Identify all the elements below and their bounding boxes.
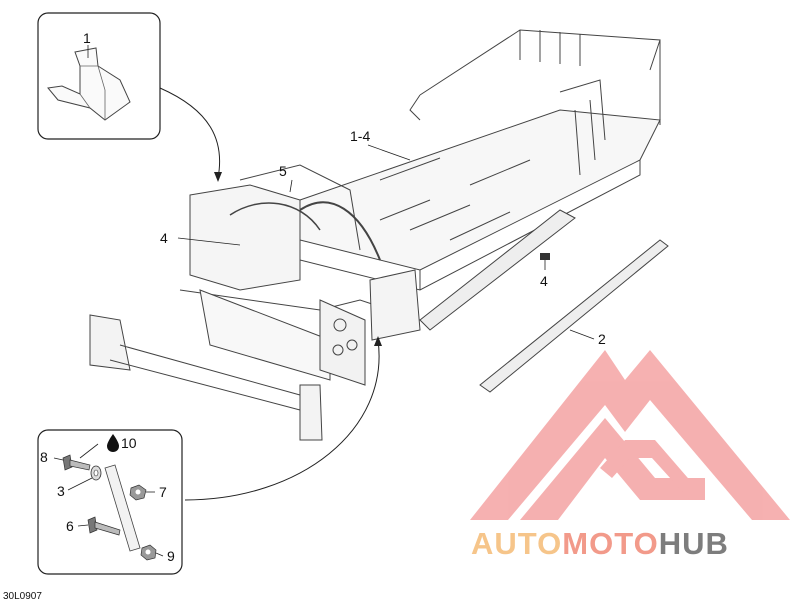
leader-inset-2: [184, 339, 380, 501]
inset-hardware: [37, 429, 183, 575]
callout-2: 2: [598, 331, 606, 347]
callout-7: 7: [159, 484, 167, 500]
main-leaders: [177, 144, 595, 340]
callout-4-right: 4: [540, 273, 548, 289]
callout-1-4: 1-4: [350, 128, 370, 144]
callout-10: 10: [121, 435, 137, 451]
watermark-word-hub: HUB: [658, 526, 729, 561]
main-frame-drawing: [89, 29, 669, 441]
watermark-word-auto: AUTO: [471, 526, 563, 561]
watermark-logo: [470, 350, 790, 520]
callout-8: 8: [40, 449, 48, 465]
watermark-wordmark: AUTOMOTOHUB: [471, 526, 729, 562]
reference-code: 30L0907: [3, 591, 42, 602]
liquid-drop-icon: [107, 434, 119, 452]
inset-part-1: [37, 12, 161, 140]
callout-1: 1: [83, 30, 91, 46]
callout-5: 5: [279, 163, 287, 179]
callout-3: 3: [57, 483, 65, 499]
callout-9: 9: [167, 548, 175, 564]
callout-4-left: 4: [160, 230, 168, 246]
callout-6: 6: [66, 518, 74, 534]
screw-part-4: [540, 253, 550, 260]
leader-inset-1: [159, 87, 221, 179]
watermark-word-moto: MOTO: [562, 526, 659, 561]
